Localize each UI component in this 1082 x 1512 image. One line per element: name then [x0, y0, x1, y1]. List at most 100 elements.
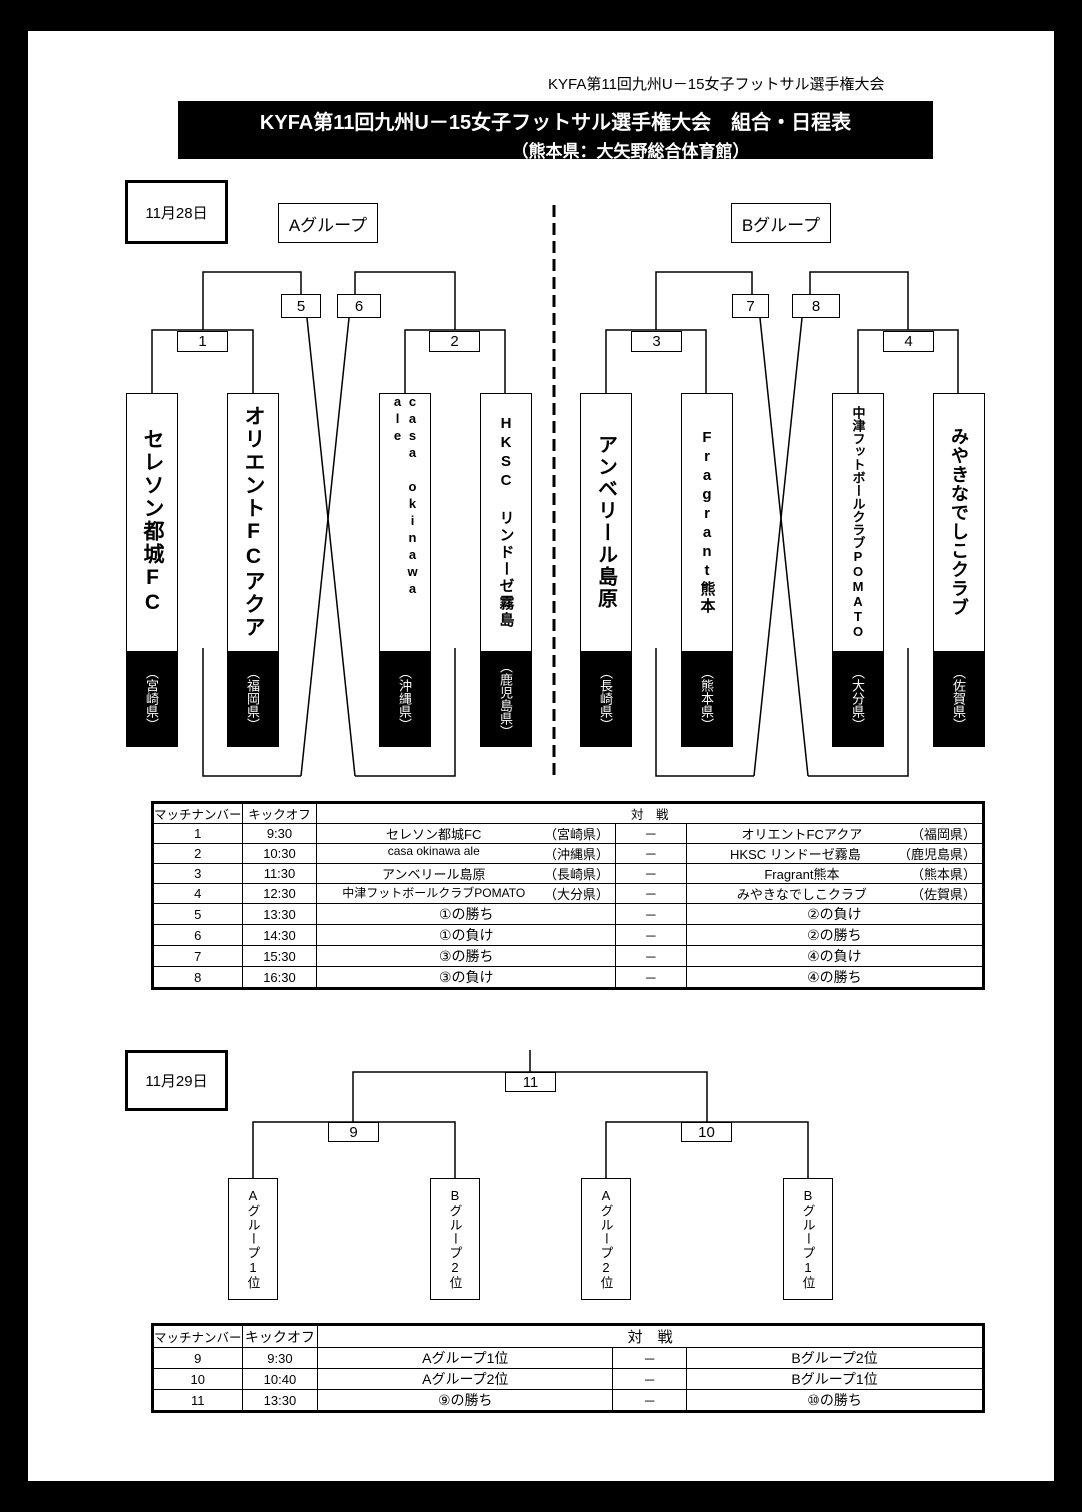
slot-b-group-1st: Bグループ1位 [783, 1178, 833, 1300]
team-card-fragrant-kumamoto: Fragrant熊本 （熊本県） [680, 393, 733, 747]
match-number-3: 3 [631, 331, 682, 352]
kickoff-time: 13:30 [241, 1389, 319, 1412]
team-card-serezon-miyakonojo: セレソン都城FC （宮崎県） [125, 393, 178, 747]
home-team-pref: （大分県） [543, 887, 609, 902]
away-team: ②の負け [685, 903, 985, 925]
date-box-day2: 11月29日 [125, 1050, 228, 1111]
away-team: HKSC リンドーゼ霧島 （鹿児島県） [685, 843, 985, 864]
team-name: セレソン都城FC [141, 428, 164, 616]
away-team-name: Fragrant熊本 [764, 867, 840, 882]
away-team-pref: （鹿児島県） [897, 847, 976, 862]
home-team-name: casa okinawa ale [387, 844, 480, 858]
kickoff-time: 12:30 [241, 883, 318, 904]
away-team: ④の勝ち [685, 966, 985, 989]
home-team: ⑨の勝ち [317, 1389, 614, 1412]
home-team-name: セレソン都城FC [386, 827, 482, 842]
team-name: アンベリール島原 [594, 434, 617, 610]
away-team: みやきなでしこクラブ（佐賀県） [685, 883, 985, 904]
match-no: 8 [152, 966, 243, 989]
schedule-table-day2: マッチナンバー キックオフ 対 戦 9 9:30 Aグループ1位 － Bグループ… [151, 1323, 985, 1413]
match-no: 10 [152, 1368, 243, 1390]
away-team-pref: （熊本県） [910, 867, 976, 882]
kickoff-time: 16:30 [241, 966, 318, 989]
team-prefecture: （熊本県） [680, 650, 733, 747]
team-name: Fragrant熊本 [698, 429, 716, 615]
home-team-pref: （沖縄県） [543, 847, 609, 862]
vs-dash: － [612, 1347, 688, 1369]
away-team-pref: （佐賀県） [910, 887, 976, 902]
vs-dash: － [615, 903, 687, 925]
away-team-name: オリエントFCアクア [741, 827, 863, 842]
match-number-1: 1 [177, 331, 228, 352]
vs-dash: － [615, 966, 687, 989]
match-number-2: 2 [429, 331, 480, 352]
home-team: アンベリール島原（長崎県） [316, 863, 616, 884]
header-match-number: マッチナンバー [152, 1324, 243, 1348]
kickoff-time: 10:40 [241, 1368, 319, 1390]
away-team: Fragrant熊本 （熊本県） [685, 863, 985, 884]
header-kickoff: キックオフ [241, 802, 318, 824]
team-card-casa-okinawa-ale: casa okinawa ale （沖縄県） [378, 393, 431, 747]
group-a-label: Aグループ [278, 203, 378, 243]
table-row: 2 10:30 casa okinawa ale（沖縄県） － HKSC リンド… [152, 843, 985, 864]
home-team-pref: （宮崎県） [543, 827, 609, 842]
match-no: 6 [152, 924, 243, 946]
home-team: Aグループ2位 [317, 1368, 614, 1390]
group-b-label: Bグループ [731, 203, 831, 243]
home-team: ①の勝ち [316, 903, 616, 925]
table-row: 11 13:30 ⑨の勝ち － ⑩の勝ち [152, 1389, 984, 1412]
team-prefecture: （福岡県） [226, 650, 279, 747]
vs-dash: － [615, 863, 687, 884]
header-kickoff: キックオフ [241, 1324, 319, 1348]
home-team: Aグループ1位 [317, 1347, 614, 1369]
match-no: 5 [152, 903, 243, 925]
team-name: HKSC リンドーゼ霧島 [497, 415, 515, 629]
match-no: 1 [152, 823, 243, 844]
table-row: 1 9:30 セレソン都城FC（宮崎県） － オリエントFCアクア（福岡県） [152, 823, 985, 844]
team-name: 中津フットボールクラブPOMATO [850, 405, 866, 639]
kickoff-time: 9:30 [241, 823, 318, 844]
team-card-nakatsu-pomato: 中津フットボールクラブPOMATO （大分県） [831, 393, 884, 747]
home-team: casa okinawa ale （沖縄県） [316, 843, 616, 864]
team-name: みやきなでしこクラブ [949, 427, 969, 617]
team-name: オリエントFCアクア [242, 405, 265, 639]
team-prefecture: （宮崎県） [125, 650, 178, 747]
header-matchup: 対 戦 [317, 1324, 984, 1348]
match-number-6: 6 [337, 294, 381, 318]
header-matchup: 対 戦 [316, 802, 984, 824]
match-no: 7 [152, 945, 243, 967]
away-team: ④の負け [685, 945, 985, 967]
slot-b-group-2nd: Bグループ2位 [430, 1178, 480, 1300]
table-header-row: マッチナンバー キックオフ 対 戦 [152, 802, 984, 824]
team-prefecture: （大分県） [831, 650, 884, 747]
team-card-orient-fc-aqua: オリエントFCアクア （福岡県） [226, 393, 279, 747]
away-team: ②の勝ち [685, 924, 985, 946]
match-number-8: 8 [792, 294, 840, 318]
table-row: 8 16:30 ③の負け － ④の勝ち [152, 966, 985, 989]
away-team-pref: （福岡県） [910, 827, 976, 842]
vs-dash: － [615, 883, 687, 904]
home-team-name: アンベリール島原 [381, 867, 486, 882]
team-prefecture: （鹿児島県） [479, 650, 532, 747]
kickoff-time: 14:30 [241, 924, 318, 946]
table-header-row: マッチナンバー キックオフ 対 戦 [152, 1324, 984, 1348]
table-row: 3 11:30 アンベリール島原（長崎県） － Fragrant熊本（熊本県） [152, 863, 985, 884]
away-team-name: HKSC リンドーゼ霧島 [730, 847, 861, 862]
document-top-title: KYFA第11回九州U－15女子フットサル選手権大会 [548, 76, 885, 93]
vs-dash: － [615, 945, 687, 967]
team-card-miyaki-nadeshiko: みやきなでしこクラブ （佐賀県） [932, 393, 985, 747]
banner-title: KYFA第11回九州U－15女子フットサル選手権大会 組合・日程表 [259, 112, 852, 134]
match-no: 2 [152, 843, 243, 864]
match-number-9: 9 [328, 1122, 379, 1142]
home-team-name: 中津フットボールクラブPOMATO [342, 886, 526, 900]
slot-a-group-2nd: Aグループ2位 [581, 1178, 631, 1300]
home-team: ③の負け [316, 966, 616, 989]
match-number-10: 10 [681, 1122, 732, 1142]
match-no: 9 [152, 1347, 243, 1369]
kickoff-time: 11:30 [241, 863, 318, 884]
match-number-5: 5 [281, 294, 321, 318]
team-prefecture: （沖縄県） [378, 650, 431, 747]
vs-dash: － [615, 924, 687, 946]
match-number-11: 11 [505, 1072, 556, 1092]
match-number-7: 7 [732, 294, 769, 318]
